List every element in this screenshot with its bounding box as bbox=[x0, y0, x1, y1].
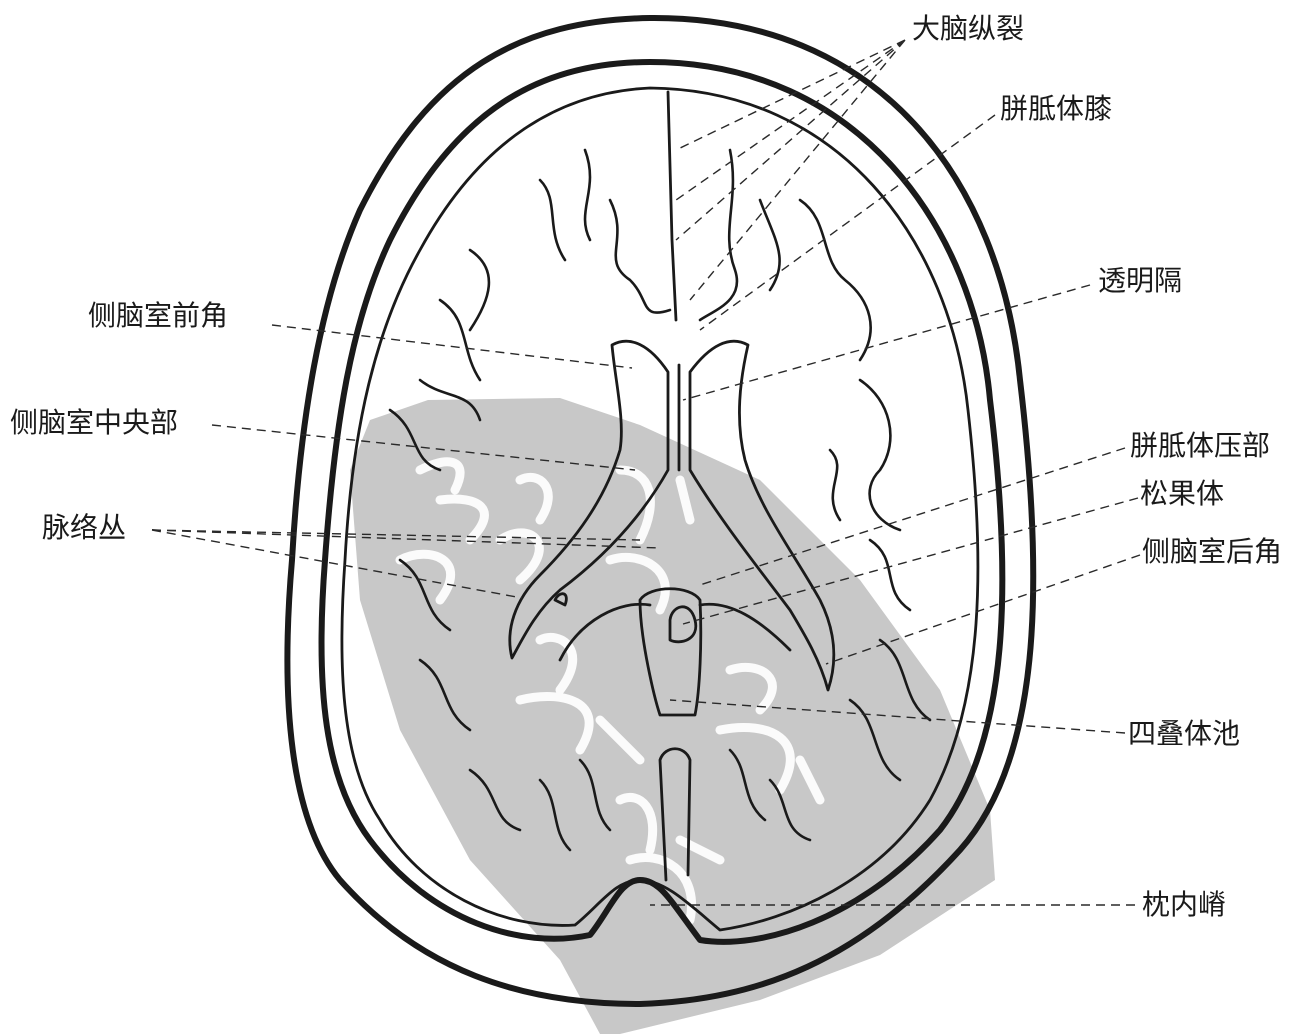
label-pineal-body: 松果体 bbox=[1140, 477, 1224, 510]
label-central-part: 侧脑室中央部 bbox=[10, 406, 178, 439]
label-septum-pellucidum: 透明隔 bbox=[1098, 264, 1182, 297]
label-anterior-horn: 侧脑室前角 bbox=[88, 299, 228, 332]
longitudinal-fissure-line bbox=[668, 92, 676, 320]
label-corpus-callosum-genu: 胼胝体膝 bbox=[1000, 92, 1112, 125]
label-internal-occipital-crest: 枕内嵴 bbox=[1142, 888, 1226, 921]
label-choroid-plexus: 脉络丛 bbox=[42, 511, 126, 544]
label-longitudinal-fissure: 大脑纵裂 bbox=[912, 12, 1024, 45]
label-quadrigeminal-cistern: 四叠体池 bbox=[1128, 717, 1240, 750]
label-posterior-horn: 侧脑室后角 bbox=[1142, 535, 1282, 568]
label-splenium: 胼胝体压部 bbox=[1130, 429, 1270, 462]
